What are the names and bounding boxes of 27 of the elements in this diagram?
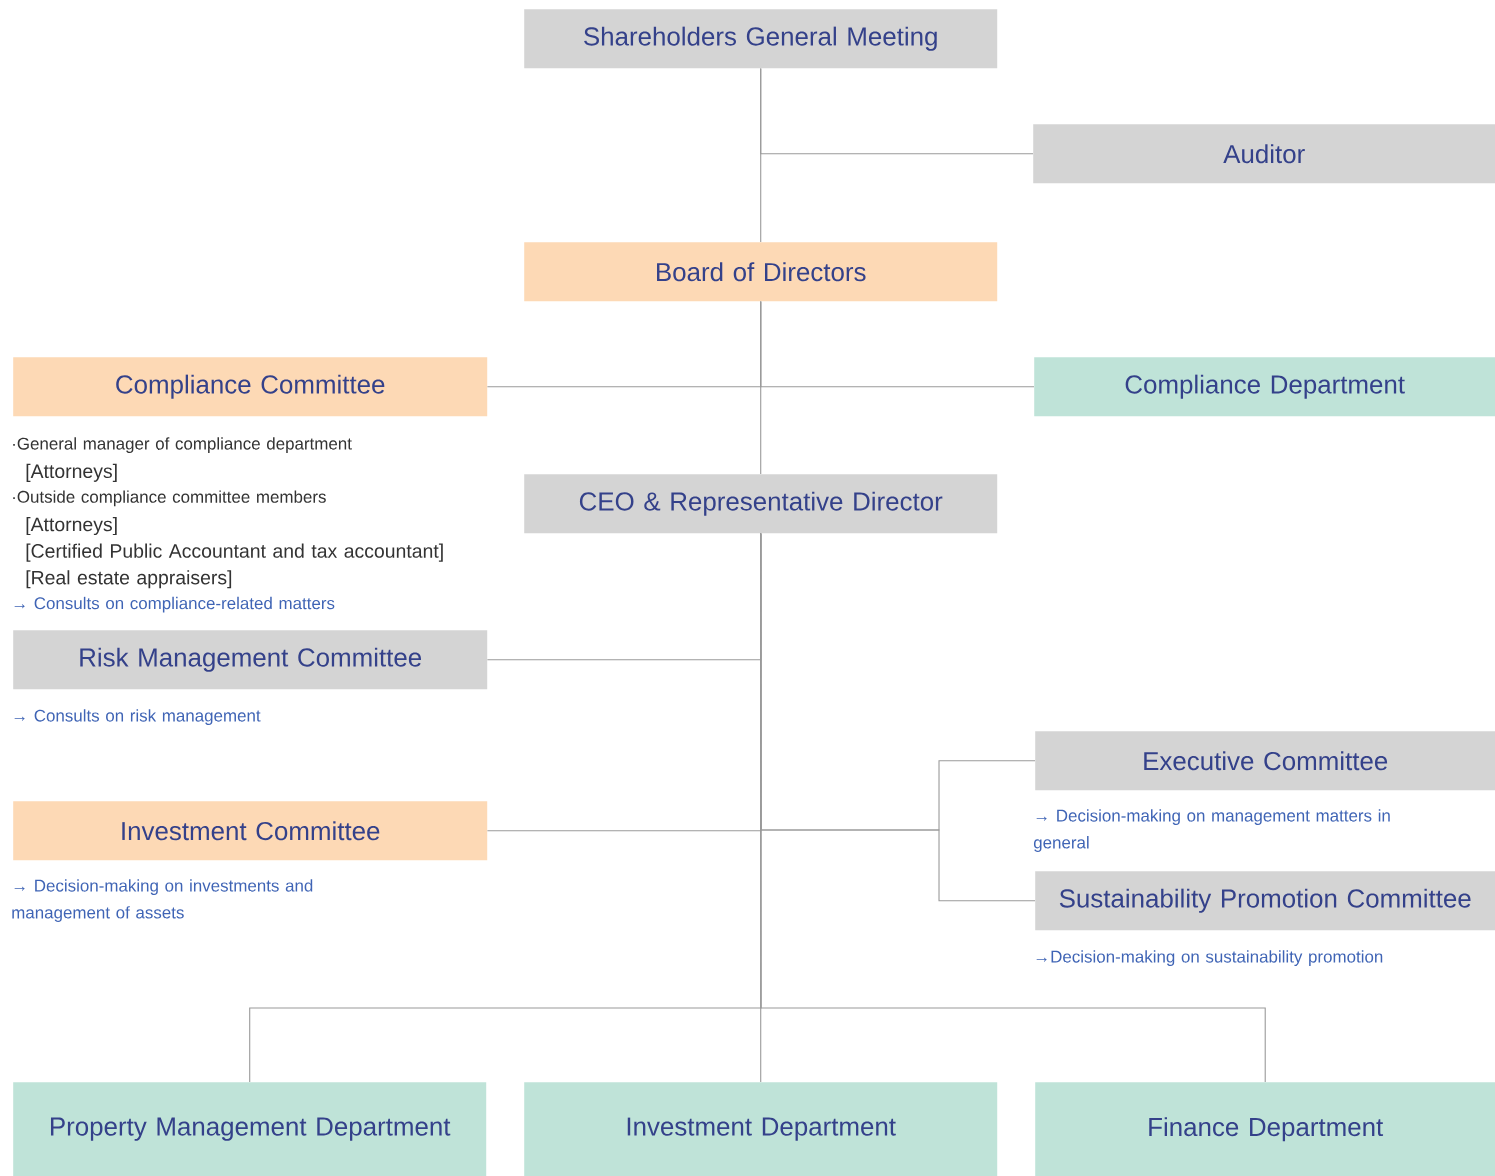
- org-box: Property Management Department: [13, 1082, 487, 1176]
- org-box: Risk Management Committee: [13, 630, 488, 690]
- org-box: Shareholders General Meeting: [524, 9, 998, 69]
- connector-line: [760, 532, 1266, 1083]
- org-box: Compliance Committee: [13, 357, 488, 417]
- member-text: [Real estate appraisers]: [26, 570, 232, 589]
- org-box: Sustainability Promotion Committee: [1035, 871, 1495, 931]
- member-text: [Certified Public Accountant and tax accountant]: [26, 543, 443, 562]
- note-text: → Decision-making on management matters in general: [1033, 809, 1390, 852]
- note-text: → Decision-making on investments and management of assets: [12, 879, 313, 922]
- note-text: → Consults on risk management: [14, 709, 261, 725]
- connector-line: [760, 300, 762, 475]
- org-box: CEO & Representative Director: [524, 474, 998, 534]
- member-text: ·General manager of compliance department: [13, 437, 352, 453]
- org-box: Investment Committee: [13, 801, 488, 861]
- org-box: Executive Committee: [1035, 731, 1495, 791]
- note-text: → Consults on compliance-related matters: [14, 596, 335, 613]
- connector-line: [760, 67, 762, 243]
- org-box: Investment Department: [524, 1082, 998, 1176]
- org-box: Auditor: [1033, 124, 1495, 184]
- org-box: Finance Department: [1035, 1082, 1495, 1176]
- org-box: Compliance Department: [1034, 357, 1495, 417]
- org-box: Board of Directors: [524, 242, 998, 302]
- member-text: ·Outside compliance committee members: [13, 490, 326, 507]
- member-text: [Attorneys]: [26, 463, 117, 482]
- note-text: →Decision-making on sustainability promotion: [1036, 950, 1383, 966]
- member-text: [Attorneys]: [26, 517, 117, 536]
